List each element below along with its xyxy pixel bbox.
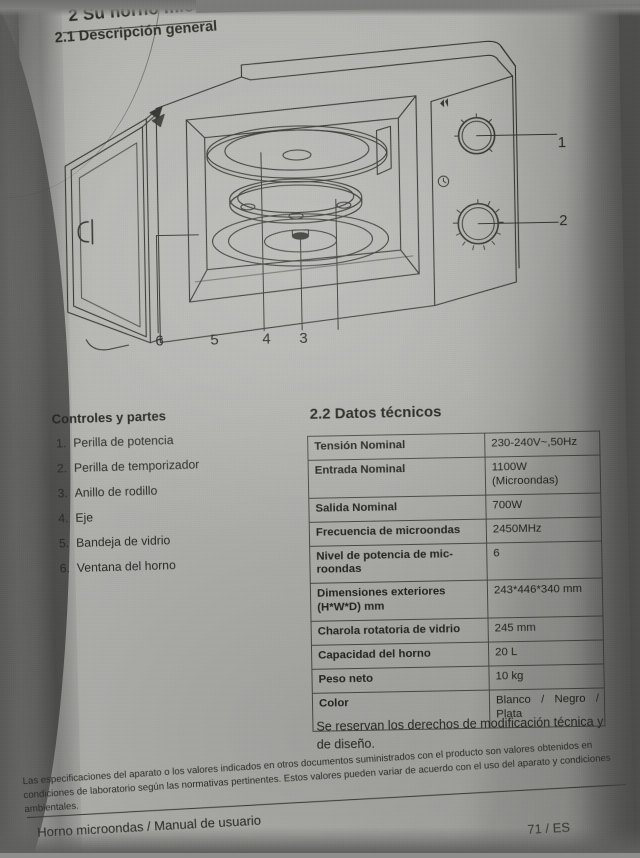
spec-value: 245 mm (487, 616, 604, 643)
list-item-number: 3. (57, 486, 68, 501)
spec-key: Entrada Nominal (308, 457, 486, 499)
spec-value: 243*446*340 mm (487, 578, 603, 619)
list-item-number: 4. (58, 511, 69, 526)
list-item-label: Bandeja de vidrio (75, 533, 171, 550)
table-row: Nivel de potencia de mic-roondas 6 (309, 540, 603, 584)
callout-3: 3 (299, 329, 308, 347)
list-item-label: Perilla de potencia (73, 433, 174, 450)
list-item-number: 2. (56, 461, 68, 476)
microwave-diagram (45, 35, 591, 365)
page-number: 71 / ES (526, 819, 571, 837)
spec-key: Nivel de potencia de mic-roondas (309, 542, 488, 584)
list-item: 3. Anillo de rodillo (54, 480, 294, 501)
footer-title: Horno microondas / Manual de usuario (36, 812, 262, 840)
table-row: Entrada Nominal 1100W (Microondas) (308, 454, 601, 499)
list-item: 1. Perilla de potencia (52, 430, 292, 451)
spec-value: 1100W (Microondas) (485, 454, 601, 495)
callout-1: 1 (557, 134, 567, 152)
list-item-number: 1. (55, 436, 67, 451)
spec-key: Charola rotatoria de vidrio (311, 618, 489, 646)
list-item-label: Perilla de temporizador (73, 457, 200, 475)
list-item-label: Anillo de rodillo (74, 483, 158, 500)
spec-key: Peso neto (311, 666, 490, 694)
spec-key: Dimensiones exteriores (H*W*D) mm (310, 580, 488, 622)
list-item: 6. Ventana del horno (56, 555, 296, 576)
spec-value: 6 (486, 540, 603, 581)
spec-key: Frecuencia de microondas (309, 518, 487, 546)
list-item-number: 6. (59, 561, 71, 576)
technical-data-heading: 2.2 Datos técnicos (309, 403, 442, 423)
spec-value: 10 kg (488, 663, 605, 690)
callout-2: 2 (559, 212, 568, 230)
list-item-label: Ventana del horno (76, 558, 176, 575)
list-item: 4. Eje (54, 505, 294, 526)
list-item: 2. Perilla de temporizador (53, 455, 293, 476)
spec-key: Capacidad del horno (311, 642, 489, 670)
parts-list-title: Controles y partes (51, 408, 167, 427)
spec-key: Salida Nominal (308, 494, 487, 522)
callout-5: 5 (210, 331, 219, 349)
list-item-number: 5. (58, 536, 70, 551)
specifications-table: Tensión Nominal 230-240V~,50Hz Entrada N… (307, 431, 605, 732)
list-item: 5. Bandeja de vidrio (55, 530, 295, 551)
spec-value: 2450MHz (486, 516, 602, 543)
spec-value: 20 L (488, 640, 604, 667)
list-item-label: Eje (75, 510, 94, 525)
parts-list: 1. Perilla de potencia 2. Perilla de tem… (52, 430, 296, 587)
spec-value: 230-240V~,50Hz (484, 431, 601, 458)
callout-6: 6 (155, 332, 164, 350)
table-row: Dimensiones exteriores (H*W*D) mm 243*44… (310, 578, 603, 622)
spec-value: 700W (485, 492, 602, 519)
spec-key: Tensión Nominal (307, 433, 486, 461)
callout-4: 4 (262, 330, 271, 348)
